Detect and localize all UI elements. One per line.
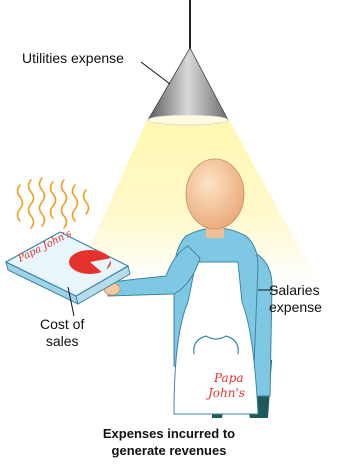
apron-tie [193, 335, 239, 355]
steam-icon [16, 177, 90, 229]
caption-line2: generate revenues [111, 443, 227, 458]
cost-label-line1: Cost of [40, 316, 85, 332]
pizza-slice-cut [90, 258, 112, 274]
apron [173, 261, 259, 415]
apron-brand-line2: John's [205, 386, 245, 400]
utilities-leader [140, 61, 171, 85]
left-arm [107, 245, 201, 297]
cost-leader [67, 286, 75, 317]
caption-line1: Expenses incurred to [102, 426, 236, 441]
salaries-label-line2: expense [269, 299, 322, 315]
salaries-expense-label: Salaries expense [269, 282, 322, 316]
lamp-bulb [147, 114, 229, 126]
figure-caption: Expenses incurred to generate revenues [0, 425, 338, 459]
cost-label-line2: sales [45, 333, 79, 349]
salaries-label-line1: Salaries [269, 282, 320, 298]
utilities-expense-label: Utilities expense [22, 50, 124, 66]
cost-of-sales-label: Cost of sales [40, 316, 84, 350]
lamp-shade [147, 47, 229, 121]
pizza-box-top [4, 231, 130, 297]
apron-brand-line1: Papa [213, 371, 244, 385]
head [185, 158, 245, 230]
